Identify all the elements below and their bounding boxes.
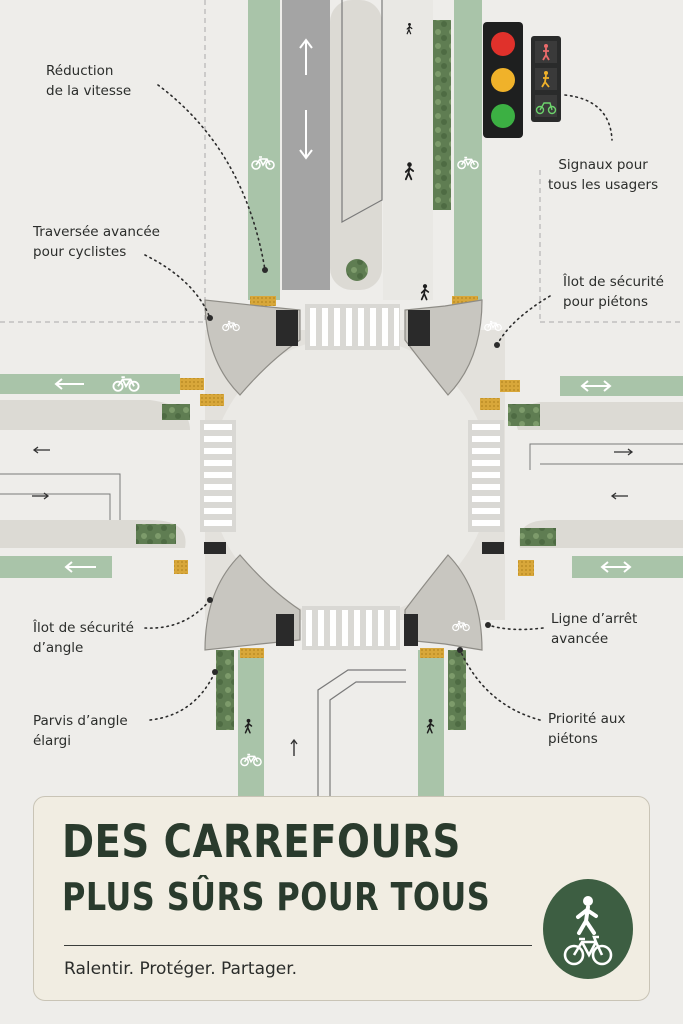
pedestrian-bike-badge — [543, 879, 633, 979]
bike-signal-icon — [535, 95, 557, 117]
pedestrian-signal-icon — [531, 36, 561, 122]
plan-guidelines — [0, 0, 683, 323]
label-widened-corner: Parvis d’angle élargi — [33, 713, 128, 749]
north-approach — [248, 0, 482, 306]
label-pedestrian-priority: Priorité aux piétons — [548, 711, 626, 747]
label-advanced-stop-line: Ligne d’arrêt avancée — [551, 611, 638, 647]
callout-dots — [207, 267, 500, 675]
pedestrian-icon — [576, 896, 598, 935]
bike-lane-east-north — [560, 376, 683, 396]
callout-leaders — [144, 84, 613, 721]
title-divider — [64, 945, 532, 946]
title-card: DES CARREFOURS PLUS SÛRS POUR TOUS Ralen… — [33, 796, 650, 1001]
south-approach — [216, 648, 466, 796]
label-speed-reduction: Réduction de la vitesse — [46, 63, 132, 99]
bicycle-icon — [563, 935, 613, 966]
tagline: Ralentir. Protéger. Partager. — [64, 959, 298, 979]
west-approach — [0, 374, 224, 578]
bike-lane-north-east — [454, 0, 482, 300]
stop-bars — [204, 310, 504, 646]
planting-strip-north — [433, 20, 451, 210]
bike-lane-south-west — [238, 650, 264, 796]
median-planter — [346, 259, 368, 281]
median-north — [330, 0, 382, 290]
bike-lane-west-north — [0, 374, 180, 394]
bike-lane-north-west — [248, 0, 280, 300]
east-approach — [480, 376, 683, 578]
label-signals-all-users: Signaux pour tous les usagers — [548, 157, 659, 193]
crosswalks — [200, 304, 504, 650]
label-pedestrian-refuge: Îlot de sécurité pour piétons — [563, 274, 664, 310]
label-corner-refuge: Îlot de sécurité d’angle — [33, 620, 134, 656]
label-advanced-bike-crossing: Traversée avancée pour cyclistes — [33, 224, 160, 260]
bike-lane-west-south — [0, 556, 112, 578]
corner-refuge-se — [404, 554, 483, 651]
traffic-light-icon — [483, 22, 523, 138]
title-line-2: PLUS SÛRS POUR TOUS — [62, 875, 491, 919]
title-line-1: DES CARREFOURS — [62, 815, 461, 868]
